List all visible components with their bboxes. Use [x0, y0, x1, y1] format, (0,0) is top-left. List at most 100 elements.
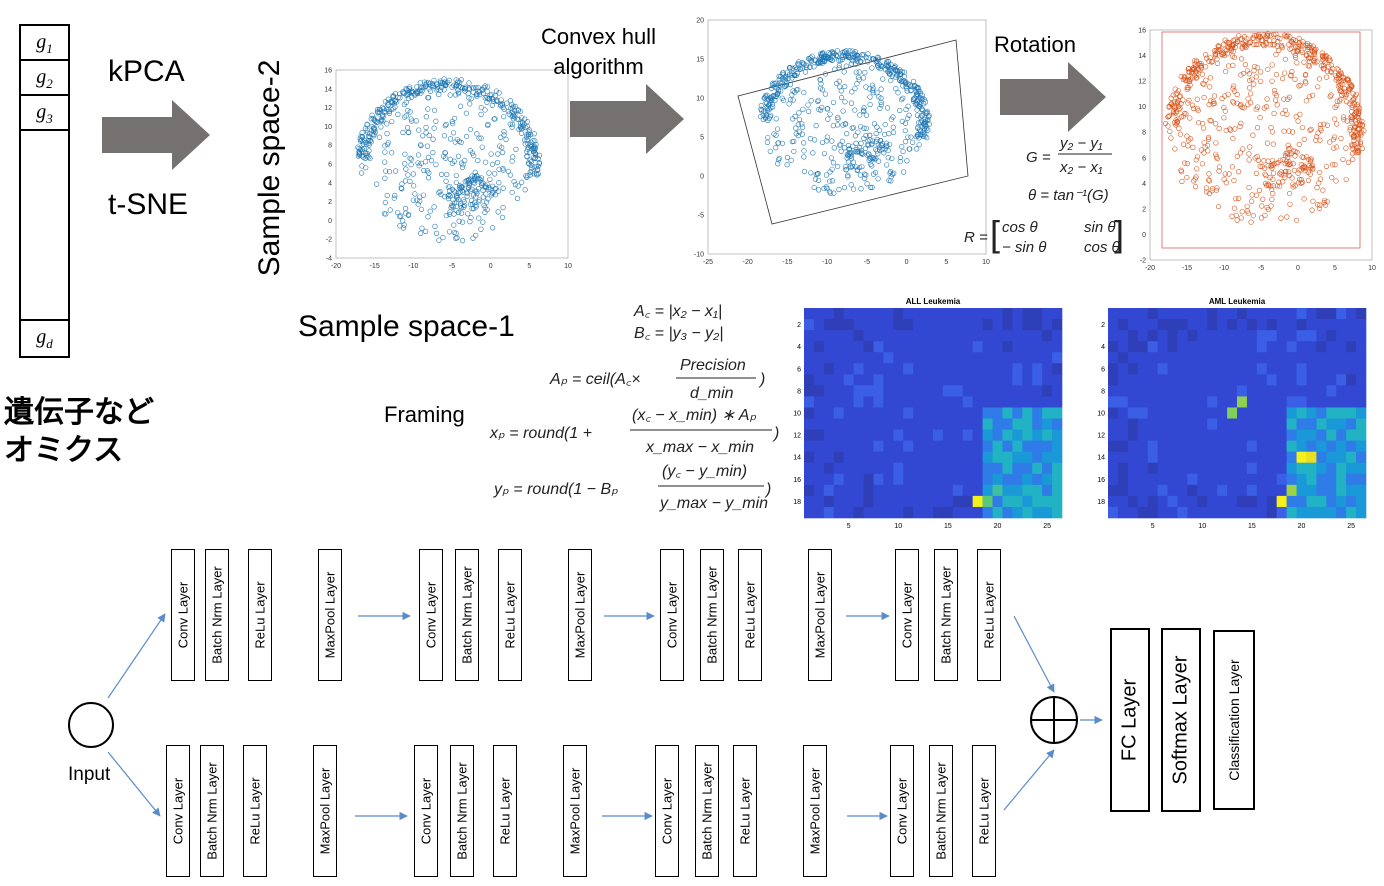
data-point: [470, 235, 476, 241]
heatmap-cell: [833, 319, 844, 331]
heatmap-cell: [1306, 407, 1317, 419]
data-point: [827, 111, 833, 117]
data-point: [799, 121, 805, 127]
heatmap-cell: [1052, 462, 1063, 475]
data-point: [1264, 96, 1270, 102]
data-point: [765, 134, 771, 141]
heatmap-cell: [942, 429, 954, 441]
heatmap-cell: [1336, 319, 1347, 331]
heatmap-cell: [823, 484, 835, 497]
heatmap-cell: [873, 374, 884, 386]
data-point: [1304, 46, 1311, 52]
data-point: [1308, 126, 1314, 132]
heatmap-cell: [962, 352, 973, 364]
data-point: [512, 103, 518, 109]
heatmap-cell: [1147, 473, 1158, 486]
data-point: [1270, 170, 1277, 176]
data-point: [476, 215, 482, 221]
heatmap-cell: [1177, 506, 1188, 519]
y-tick-label: -2: [326, 237, 332, 244]
heatmap-cell: [1316, 462, 1327, 475]
heatmap-cell: [1117, 484, 1129, 497]
data-point: [397, 223, 403, 229]
data-point: [395, 111, 401, 117]
heatmap-cell: [1326, 462, 1337, 475]
data-point: [1301, 154, 1307, 161]
data-point: [1271, 110, 1277, 117]
heatmap-cell: [863, 407, 874, 419]
data-point: [521, 121, 527, 128]
data-point: [1253, 192, 1259, 198]
data-point: [391, 195, 397, 201]
heatmap-cell: [1227, 385, 1238, 397]
data-point: [1293, 44, 1299, 50]
data-point: [449, 118, 455, 125]
data-point: [1286, 151, 1292, 157]
y-tick-label: -4: [326, 256, 332, 263]
cnn-layer-label: ReLu Layer: [247, 777, 263, 845]
heatmap-cell: [1177, 396, 1188, 408]
heatmap-cell: [1022, 308, 1033, 320]
heatmap-cell: [1147, 374, 1158, 386]
data-point: [817, 77, 824, 83]
data-point: [492, 171, 498, 177]
heatmap-cell: [1227, 396, 1238, 408]
data-point: [789, 65, 795, 71]
data-point: [1186, 97, 1192, 104]
data-point: [525, 173, 531, 179]
data-point: [522, 141, 528, 147]
data-point: [367, 131, 373, 137]
data-point: [456, 89, 462, 95]
heatmap-cell: [843, 319, 854, 331]
data-point: [820, 50, 826, 56]
data-point: [1349, 104, 1355, 111]
cnn-layer-label: Conv Layer: [175, 581, 191, 649]
data-point: [1239, 104, 1245, 110]
heatmap-cell: [933, 418, 944, 430]
data-point: [861, 105, 867, 111]
data-point: [456, 138, 462, 144]
data-point: [901, 73, 907, 79]
data-point: [366, 154, 372, 160]
heatmap-cell: [1137, 429, 1148, 441]
data-point: [862, 175, 868, 181]
heatmap-cell: [1137, 440, 1148, 452]
x-tick-label: 5: [847, 523, 851, 530]
heatmap-cell: [1022, 418, 1033, 430]
data-point: [1255, 36, 1262, 42]
heatmap-cell: [1237, 440, 1248, 452]
heatmap-cell: [1177, 341, 1188, 353]
data-point: [428, 83, 434, 89]
data-point: [1213, 51, 1219, 57]
data-point: [873, 130, 879, 137]
data-point: [1285, 32, 1291, 39]
heatmap-cell: [1326, 407, 1337, 419]
data-point: [852, 61, 859, 67]
data-point: [886, 177, 892, 184]
heatmap-cell: [982, 330, 993, 342]
data-point: [417, 198, 423, 204]
heatmap-cell: [843, 385, 854, 397]
data-point: [1181, 74, 1187, 80]
heatmap-cell: [1177, 385, 1188, 397]
cnn-layer-box: ReLu Layer: [738, 549, 762, 681]
data-point: [392, 104, 398, 110]
heatmap-cell: [1306, 462, 1317, 475]
data-point: [899, 143, 905, 150]
data-point: [446, 188, 453, 194]
heatmap-cell: [883, 319, 894, 331]
data-point: [1268, 183, 1274, 189]
data-point: [484, 88, 490, 95]
data-point: [1302, 72, 1309, 78]
data-point: [1310, 43, 1316, 49]
data-point: [426, 95, 432, 101]
heatmap-cell: [1052, 506, 1063, 519]
data-point: [400, 129, 406, 136]
heatmap-cell: [1306, 374, 1317, 386]
data-point: [865, 51, 871, 57]
svg-text:xₚ = round(1 +: xₚ = round(1 +: [489, 425, 592, 442]
heatmap-cell: [863, 385, 874, 397]
data-point: [358, 170, 365, 176]
heatmap-cell: [1336, 330, 1347, 342]
heatmap-cell: [873, 341, 884, 353]
